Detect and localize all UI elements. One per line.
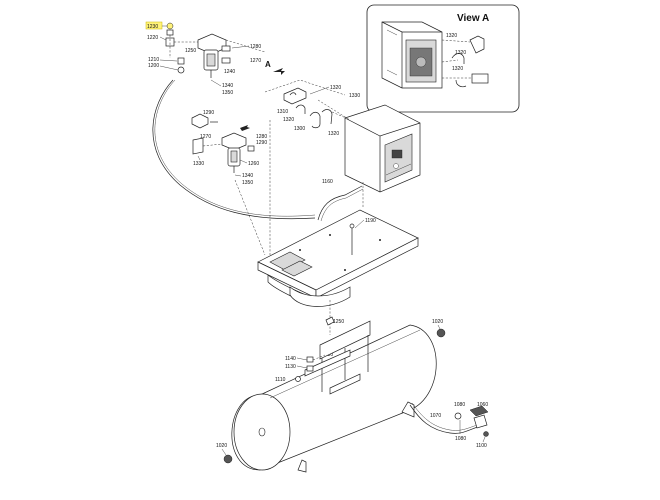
callout-1070: 1070 (430, 413, 441, 419)
view-marker-a: A (265, 60, 271, 69)
drain-line (409, 404, 486, 434)
view-arrow-icon (273, 68, 285, 75)
callout-1300: 1300 (294, 126, 305, 132)
callout-1320-b: 1320 (283, 117, 294, 123)
tube-1160 (317, 185, 363, 221)
callout-1100: 1100 (476, 443, 487, 449)
air-tank: 1020 1140 1130 1110 1020 1070 1080 1060 … (216, 319, 489, 473)
pipe-clip-1 (295, 104, 306, 114)
callout-1350-mid: 1350 (242, 180, 253, 186)
callout-1200: 1200 (148, 63, 159, 69)
callout-1290-mid-2: 1290 (256, 140, 267, 146)
view-a-callout-1: 1320 (446, 33, 457, 39)
highlighted-fitting-icon (166, 22, 174, 30)
callout-1270: 1270 (250, 58, 261, 64)
tank-plug-icon (223, 454, 233, 464)
callout-1210-top: 1210 (148, 57, 159, 63)
mounting-bracket (192, 137, 204, 155)
view-a-bracket-bottom (471, 73, 489, 84)
air-hose (152, 79, 316, 220)
callout-1330-left: 1330 (193, 161, 204, 167)
callout-1020-left: 1020 (216, 443, 227, 449)
callout-1240: 1240 (224, 69, 235, 75)
bracket-plate (283, 87, 307, 105)
tank-saddle-top (319, 320, 371, 360)
pipe-clip-3 (321, 109, 333, 125)
drain-valve-body (469, 405, 489, 417)
filter-head-mid (221, 132, 247, 151)
drain-valve-icon (436, 328, 446, 338)
callout-1130: 1130 (285, 364, 296, 370)
callout-1080-bottom: 1080 (455, 436, 466, 442)
callout-1250-lower: 1250 (333, 319, 344, 325)
highlighted-callout: 1230 (147, 24, 158, 30)
callout-1280: 1280 (250, 44, 261, 50)
callout-1260: 1260 (248, 161, 259, 167)
view-a-title: View A (457, 13, 489, 24)
dryer-cabinet (344, 104, 421, 208)
callout-1140: 1140 (285, 356, 296, 362)
flow-arrow-icon (240, 125, 250, 131)
highlight-box (145, 21, 163, 30)
mounting-platform: 1190 1250 1210 (257, 209, 419, 358)
tank-foot-1 (297, 459, 307, 473)
callout-1160: 1160 (322, 179, 333, 185)
callout-1280-mid: 1280 (256, 134, 267, 140)
view-a-clip (451, 53, 465, 64)
tank-foot-2 (401, 401, 415, 418)
callout-1020-right: 1020 (432, 319, 443, 325)
callout-1320-c: 1320 (328, 131, 339, 137)
callout-1290-mid: 1290 (203, 110, 214, 116)
callout-1310: 1310 (277, 109, 288, 115)
callout-1340-top: 1340 (222, 83, 233, 89)
view-a-callout-3: 1320 (452, 66, 463, 72)
middle-filter-assembly: 1290 1270 1330 1280 1290 1260 1340 1350 (191, 110, 267, 186)
callout-1270-mid: 1270 (200, 134, 211, 140)
callout-1110: 1110 (275, 377, 286, 383)
platform-cradle (289, 286, 351, 307)
callout-1320-a: 1320 (330, 85, 341, 91)
callout-1250: 1250 (185, 48, 196, 54)
view-a-bracket-top (469, 35, 485, 54)
callout-1350-top: 1350 (222, 90, 233, 96)
callout-1060: 1060 (477, 402, 488, 408)
view-a-inset: View A 1320 1320 1320 (366, 4, 520, 113)
callout-1340-mid: 1340 (242, 173, 253, 179)
mount-bracket-assembly: 1320 1330 1310 1320 1300 1320 (264, 79, 360, 137)
callout-1080-top: 1080 (454, 402, 465, 408)
view-a-callout-2: 1320 (455, 50, 466, 56)
pipe-clip-2 (309, 111, 321, 129)
callout-1190: 1190 (365, 218, 376, 224)
top-filter-assembly: 1230 1220 1250 1280 1270 1240 1340 1350 … (145, 21, 266, 96)
callout-1220: 1220 (147, 35, 158, 41)
callout-1330-right: 1330 (349, 93, 360, 99)
